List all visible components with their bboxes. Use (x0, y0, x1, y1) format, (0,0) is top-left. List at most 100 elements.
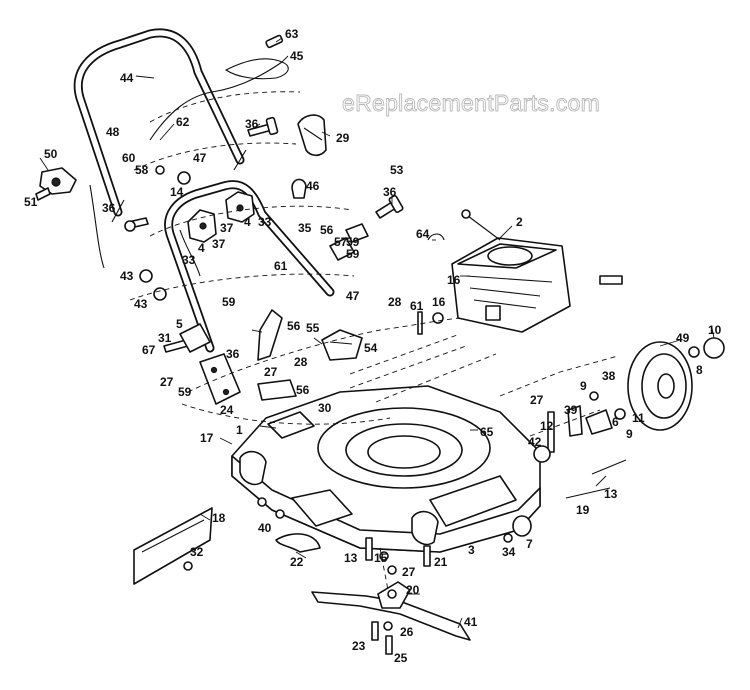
control-cable (149, 61, 283, 141)
callout: 2 (516, 215, 523, 229)
bolt-36-mid (375, 195, 404, 219)
callout: 63 (285, 27, 299, 41)
bolt-36-top (247, 116, 279, 137)
nut-43-b (153, 287, 167, 301)
washer-9-lower (614, 408, 626, 420)
bolt-26 (371, 621, 379, 641)
callout: 25 (394, 651, 408, 665)
skirt-32 (275, 533, 321, 553)
callout: 9 (580, 379, 587, 393)
wheel-10 (627, 341, 693, 431)
wheel-13-lower (512, 515, 532, 537)
bracket-30 (257, 379, 297, 401)
axle-rod-18 (565, 487, 611, 499)
bracket-56-lower (199, 353, 241, 405)
callout: 22 (290, 555, 304, 569)
callout: 27 (160, 375, 174, 389)
callout: 42 (528, 435, 542, 449)
callout: 34 (502, 545, 516, 559)
callout: 35 (298, 221, 312, 235)
callout: 36 (226, 347, 240, 361)
bolt-16 (417, 311, 423, 335)
callout: 41 (464, 615, 478, 629)
callout: 30 (318, 401, 332, 415)
bracket-55 (257, 309, 283, 361)
bolt-3 (423, 545, 431, 567)
callout: 4 (198, 241, 205, 255)
callout: 57 (334, 235, 348, 249)
callout: 12 (540, 419, 554, 433)
callout: 13 (344, 551, 358, 565)
callout: 47 (193, 151, 207, 165)
bolt-63 (265, 34, 284, 49)
bail-lever-45 (224, 58, 289, 80)
nut-38 (589, 391, 599, 401)
callout: 37 (220, 221, 234, 235)
callout: 14 (170, 185, 184, 199)
callout: 48 (106, 125, 120, 139)
callout-labels: 63 45 44 62 36 29 48 60 47 58 14 50 51 5… (24, 27, 722, 665)
callout: 3 (468, 543, 475, 557)
bolt-36-left (124, 217, 149, 232)
callout: 36 (102, 201, 116, 215)
callout: 67 (142, 343, 156, 357)
callout: 26 (400, 625, 414, 639)
handle-knob-left (187, 209, 217, 243)
callout: 13 (604, 487, 618, 501)
throttle-cable (89, 184, 105, 269)
callout: 27 (264, 365, 278, 379)
watermark-text: eReplacementParts.com (342, 90, 600, 116)
callout: 29 (336, 131, 350, 145)
blade-adapter-22 (377, 581, 411, 609)
callout: 31 (158, 331, 172, 345)
nut-47 (177, 171, 191, 185)
mower-deck (231, 385, 541, 553)
callout: 59 (346, 235, 360, 249)
washer-58 (155, 165, 165, 175)
callout: 32 (190, 545, 204, 559)
hubcap-8 (703, 337, 725, 359)
callout: 47 (346, 289, 360, 303)
callout: 33 (182, 253, 196, 267)
callout: 20 (406, 583, 420, 597)
callout: 64 (416, 227, 430, 241)
callout: 46 (306, 179, 320, 193)
plate-40 (133, 507, 213, 585)
handle-knob-right (225, 191, 255, 223)
callout: 27 (530, 393, 544, 407)
callout: 24 (220, 403, 234, 417)
callout: 36 (245, 117, 259, 131)
phantom-lines (129, 91, 619, 591)
engine (451, 209, 571, 333)
knob-46 (291, 178, 307, 199)
callout: 15 (374, 551, 388, 565)
callout: 53 (390, 163, 404, 177)
callout: 65 (480, 425, 494, 439)
callout: 37 (212, 237, 226, 251)
nut-5 (432, 312, 444, 324)
callout: 28 (294, 355, 308, 369)
callout: 19 (576, 503, 590, 517)
callout: 49 (676, 331, 690, 345)
callout: 45 (290, 49, 304, 63)
lower-handle (164, 180, 335, 353)
callout: 62 (176, 115, 190, 129)
callout: 61 (410, 299, 424, 313)
nut-34-b (275, 509, 285, 519)
callout: 10 (708, 323, 722, 337)
callout: 1 (236, 423, 243, 437)
callout: 33 (258, 215, 272, 229)
callout: 4 (244, 215, 251, 229)
callout: 59 (222, 295, 236, 309)
callout: 56 (287, 319, 301, 333)
upper-handle (73, 28, 247, 223)
callout: 59 (346, 247, 360, 261)
bolt-24 (385, 635, 393, 655)
callout: 50 (44, 147, 58, 161)
nut-21 (387, 565, 397, 575)
callout: 39 (564, 403, 578, 417)
callout: 59 (178, 385, 192, 399)
axle-rod-19 (591, 459, 627, 475)
callout: 11 (632, 411, 645, 425)
